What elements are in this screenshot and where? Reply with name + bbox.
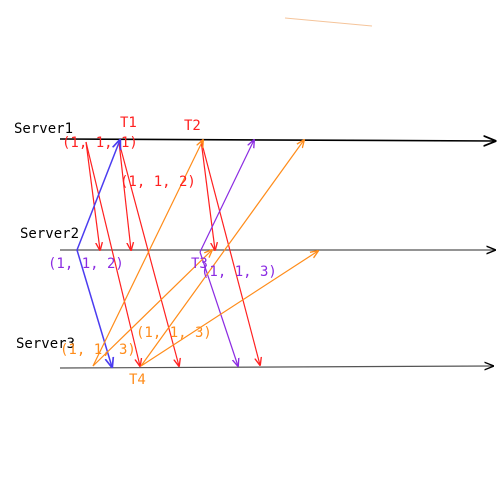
timeline-server3 bbox=[59, 366, 493, 368]
decorative-stroke bbox=[284, 17, 373, 27]
msg-orange-s3-s2-b bbox=[140, 251, 318, 367]
msg-red-s1-s3-c bbox=[200, 139, 260, 365]
server1-label: Server1 bbox=[14, 121, 73, 137]
msg-red-s1-s2-b bbox=[118, 141, 131, 250]
msg-purple-s2-s1 bbox=[199, 140, 254, 253]
msg-blue-s2-s3 bbox=[76, 249, 112, 367]
timestamp-s3-113-a: (1, 1, 3) bbox=[60, 342, 136, 358]
event-t2-label: T2 bbox=[184, 118, 201, 134]
msg-red-s1-s3-b bbox=[118, 141, 179, 366]
event-t3-label: T3 bbox=[191, 256, 208, 272]
event-t4-label: T4 bbox=[129, 372, 146, 388]
server2-label: Server2 bbox=[20, 226, 79, 242]
msg-red-s1-s2-c bbox=[200, 139, 215, 250]
timestamp-s2-113: (1, 1, 3) bbox=[201, 264, 277, 280]
timestamp-s2-112: (1, 1, 2) bbox=[48, 256, 124, 272]
msg-orange-s3-s2-a bbox=[92, 250, 212, 367]
timestamp-s1-112: (1, 1, 2) bbox=[120, 174, 196, 190]
msg-purple-s2-s3 bbox=[199, 251, 238, 366]
timestamp-s3-113-b: (1, 1, 3) bbox=[136, 325, 212, 341]
msg-blue-s2-s1 bbox=[76, 140, 120, 251]
msg-orange-s3-s1-b bbox=[140, 140, 304, 367]
msg-red-s1-s2-a bbox=[85, 141, 100, 250]
timeline-server1 bbox=[59, 139, 495, 141]
timestamp-s1-111: (1, 1, 1) bbox=[62, 135, 138, 151]
server3-label: Server3 bbox=[16, 336, 75, 352]
event-t1-label: T1 bbox=[120, 115, 137, 131]
msg-orange-s3-s1-a bbox=[92, 140, 203, 367]
